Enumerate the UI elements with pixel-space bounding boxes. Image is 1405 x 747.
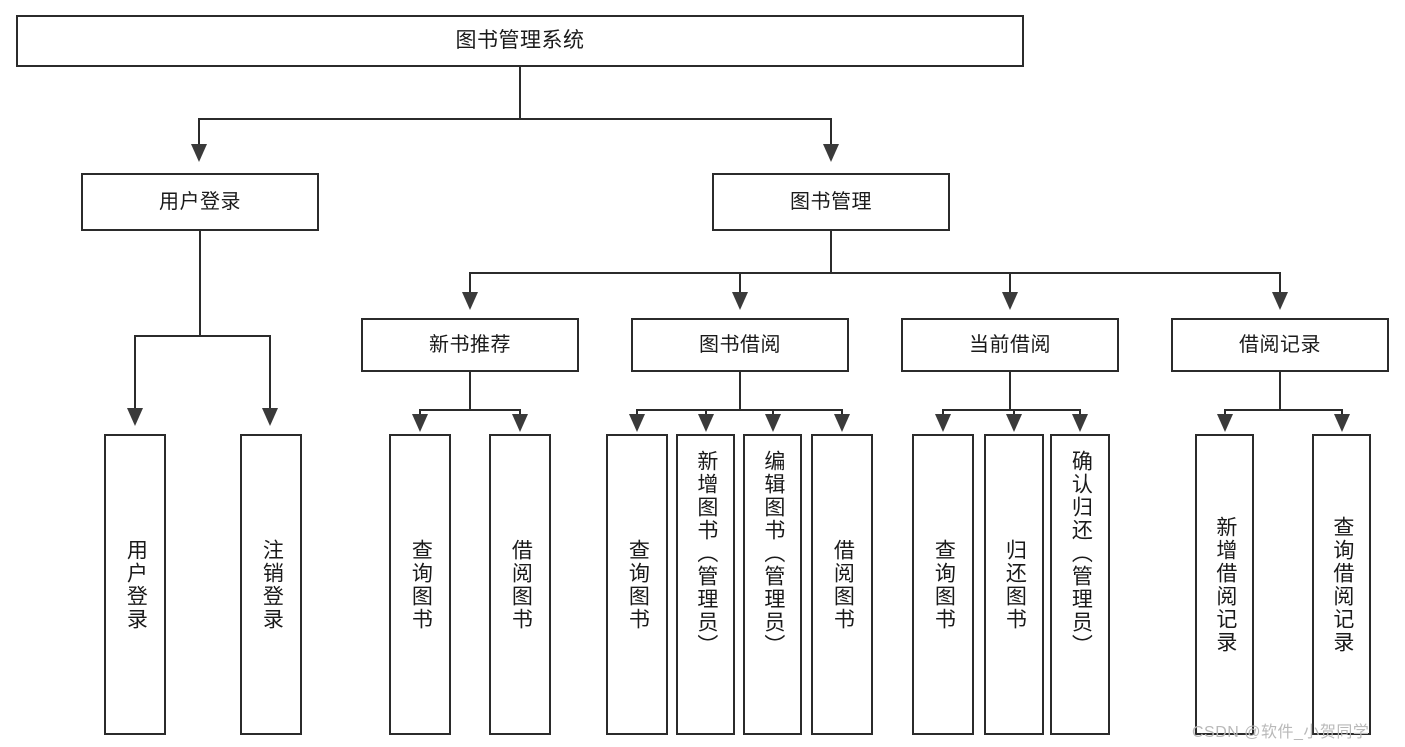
- edge-borrow-record-bus: [1224, 409, 1342, 411]
- node-new-book-recommend[interactable]: 新书推荐: [361, 318, 579, 372]
- arrow-to-book-borrow: [732, 292, 748, 310]
- edge-book-borrow-drop-4: [841, 409, 843, 417]
- node-label: 确认归还（管理员）: [1069, 450, 1093, 657]
- node-leaf-query-book-3[interactable]: 查询图书: [912, 434, 974, 735]
- node-leaf-query-borrow-record[interactable]: 查询借阅记录: [1312, 434, 1371, 735]
- node-leaf-query-book-2[interactable]: 查询图书: [606, 434, 668, 735]
- edge-book-borrow-drop-1: [636, 409, 638, 417]
- node-label: 查询图书: [932, 538, 956, 631]
- edge-to-borrow-record: [1279, 272, 1281, 294]
- edge-borrow-record-drop-2: [1341, 409, 1343, 417]
- node-user-login[interactable]: 用户登录: [81, 173, 319, 231]
- edge-to-user-login: [198, 118, 200, 148]
- node-root-system[interactable]: 图书管理系统: [16, 15, 1024, 67]
- edge-root-stem: [519, 67, 521, 119]
- node-leaf-logout-login[interactable]: 注销登录: [240, 434, 302, 735]
- node-label: 新增借阅记录: [1213, 515, 1237, 654]
- edge-current-borrow-drop-2: [1013, 409, 1015, 417]
- arrow-leaf-query-book-2: [629, 414, 645, 432]
- arrow-leaf-borrow-book-1: [512, 414, 528, 432]
- node-label: 新增图书（管理员）: [694, 450, 718, 657]
- edge-current-borrow-stem: [1009, 372, 1011, 410]
- node-label: 用户登录: [124, 538, 148, 631]
- edge-level2-bus: [198, 118, 832, 120]
- arrow-leaf-borrow-book-2: [834, 414, 850, 432]
- node-leaf-add-borrow-record[interactable]: 新增借阅记录: [1195, 434, 1254, 735]
- node-label: 借阅图书: [831, 538, 855, 631]
- arrow-to-user-login: [191, 144, 207, 162]
- arrow-to-book-management: [823, 144, 839, 162]
- edge-to-book-borrow: [739, 272, 741, 294]
- edge-borrow-record-stem: [1279, 372, 1281, 410]
- arrow-leaf-query-book-3: [935, 414, 951, 432]
- arrow-leaf-add-borrow-record: [1217, 414, 1233, 432]
- arrow-leaf-edit-book-admin: [765, 414, 781, 432]
- arrow-to-new-book-recommend: [462, 292, 478, 310]
- node-book-borrow[interactable]: 图书借阅: [631, 318, 849, 372]
- node-label: 用户登录: [159, 190, 241, 213]
- node-leaf-borrow-book-1[interactable]: 借阅图书: [489, 434, 551, 735]
- edge-new-book-drop-1: [419, 409, 421, 417]
- node-label: 新书推荐: [429, 333, 511, 356]
- node-borrow-record[interactable]: 借阅记录: [1171, 318, 1389, 372]
- arrow-to-borrow-record: [1272, 292, 1288, 310]
- edge-book-borrow-stem: [739, 372, 741, 410]
- arrow-to-current-borrow: [1002, 292, 1018, 310]
- edge-to-current-borrow: [1009, 272, 1011, 294]
- node-label: 归还图书: [1003, 538, 1027, 631]
- node-label: 借阅记录: [1239, 333, 1321, 356]
- arrow-leaf-query-borrow-record: [1334, 414, 1350, 432]
- node-label: 注销登录: [260, 538, 284, 631]
- edge-new-book-bus: [419, 409, 521, 411]
- node-leaf-query-book-1[interactable]: 查询图书: [389, 434, 451, 735]
- arrow-leaf-logout-login: [262, 408, 278, 426]
- node-label: 查询借阅记录: [1330, 515, 1354, 654]
- node-leaf-borrow-book-2[interactable]: 借阅图书: [811, 434, 873, 735]
- edge-user-login-bus: [134, 335, 270, 337]
- node-book-management[interactable]: 图书管理: [712, 173, 950, 231]
- node-label: 查询图书: [626, 538, 650, 631]
- edge-book-borrow-drop-3: [772, 409, 774, 417]
- node-leaf-edit-book-admin[interactable]: 编辑图书（管理员）: [743, 434, 802, 735]
- node-label: 借阅图书: [509, 538, 533, 631]
- edge-current-borrow-drop-1: [942, 409, 944, 417]
- node-label: 编辑图书（管理员）: [761, 450, 785, 657]
- edge-book-borrow-bus: [636, 409, 843, 411]
- node-current-borrow[interactable]: 当前借阅: [901, 318, 1119, 372]
- node-leaf-confirm-return-admin[interactable]: 确认归还（管理员）: [1050, 434, 1110, 735]
- arrow-leaf-confirm-return-admin: [1072, 414, 1088, 432]
- edge-level3-bus: [469, 272, 1281, 274]
- edge-user-login-drop-1: [134, 335, 136, 410]
- edge-to-new-book-recommend: [469, 272, 471, 294]
- edge-user-login-stem: [199, 231, 201, 336]
- edge-current-borrow-drop-3: [1079, 409, 1081, 417]
- edge-current-borrow-bus: [942, 409, 1079, 411]
- edge-user-login-drop-2: [269, 335, 271, 410]
- node-label: 图书借阅: [699, 333, 781, 356]
- node-label: 图书管理系统: [455, 28, 585, 52]
- arrow-leaf-return-book: [1006, 414, 1022, 432]
- node-leaf-user-login[interactable]: 用户登录: [104, 434, 166, 735]
- node-label: 图书管理: [790, 190, 872, 213]
- edge-to-book-management: [830, 118, 832, 148]
- arrow-leaf-add-book-admin: [698, 414, 714, 432]
- edge-book-borrow-drop-2: [705, 409, 707, 417]
- arrow-leaf-user-login: [127, 408, 143, 426]
- edge-borrow-record-drop-1: [1224, 409, 1226, 417]
- node-leaf-add-book-admin[interactable]: 新增图书（管理员）: [676, 434, 735, 735]
- node-label: 查询图书: [409, 538, 433, 631]
- edge-book-management-stem: [830, 231, 832, 273]
- node-label: 当前借阅: [969, 333, 1051, 356]
- edge-new-book-drop-2: [519, 409, 521, 417]
- arrow-leaf-query-book-1: [412, 414, 428, 432]
- edge-new-book-stem: [469, 372, 471, 410]
- node-leaf-return-book[interactable]: 归还图书: [984, 434, 1044, 735]
